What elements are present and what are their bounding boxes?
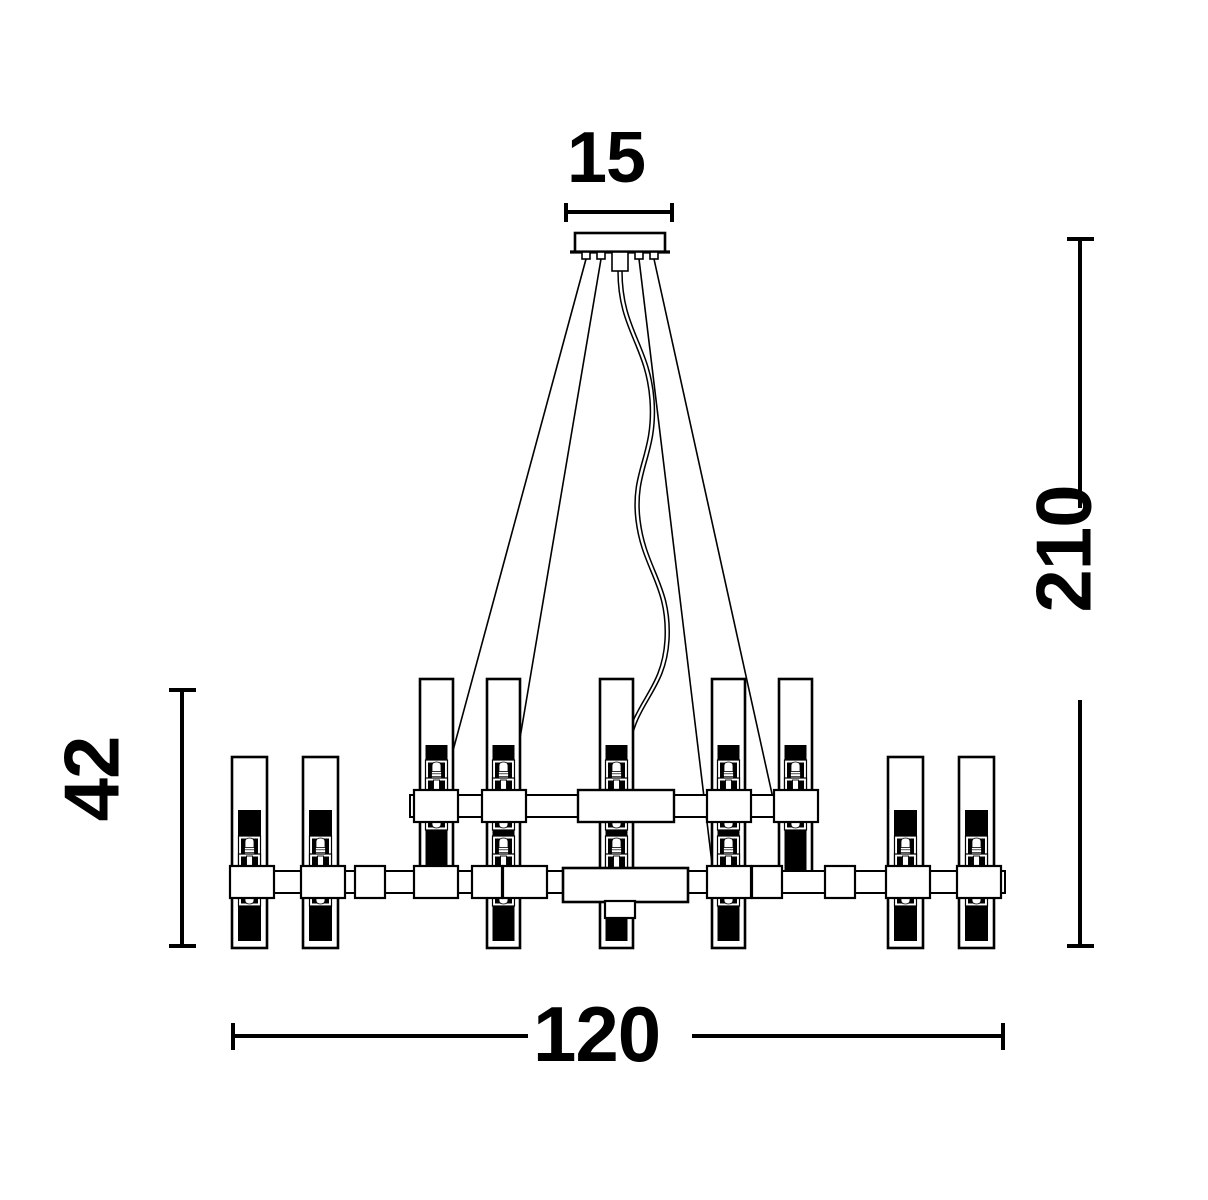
arm-connector [412, 788, 460, 824]
dimension-left-42 [169, 688, 196, 948]
light-tube [418, 677, 455, 882]
arm-connector [772, 788, 820, 824]
dimension-right-210 [1067, 237, 1094, 948]
dimension-bottom-120 [231, 1023, 1005, 1050]
lower-horizontal-bar [228, 864, 1006, 920]
upper-center-hub [576, 788, 676, 824]
dimension-label-right: 210 [1019, 485, 1108, 613]
arm-connector [955, 864, 1003, 900]
arm-connector [299, 864, 347, 900]
light-tube [777, 677, 814, 882]
light-tube [886, 755, 925, 950]
arm-joint [353, 864, 387, 900]
arm-connector [228, 864, 276, 900]
arm-connector [705, 864, 753, 900]
lower-tier-tubes [230, 755, 996, 950]
arm-connector [884, 864, 932, 900]
dimension-label-top: 15 [567, 118, 646, 198]
arm-connector [705, 788, 753, 824]
center-hub-nub [603, 899, 637, 920]
arm-connector [480, 788, 528, 824]
arm-connector [501, 864, 549, 900]
light-tube [301, 755, 340, 950]
dimension-top-15 [564, 203, 674, 222]
arm-joint [470, 864, 504, 900]
center-hub [561, 866, 690, 904]
arm-joint [823, 864, 857, 900]
dimension-label-bottom: 120 [533, 990, 661, 1078]
arm-joint [750, 864, 784, 900]
arm-connector [412, 864, 460, 900]
dimension-label-left: 42 [47, 736, 136, 822]
light-tube [230, 755, 269, 950]
light-tube [957, 755, 996, 950]
upper-horizontal-bar [409, 788, 820, 824]
